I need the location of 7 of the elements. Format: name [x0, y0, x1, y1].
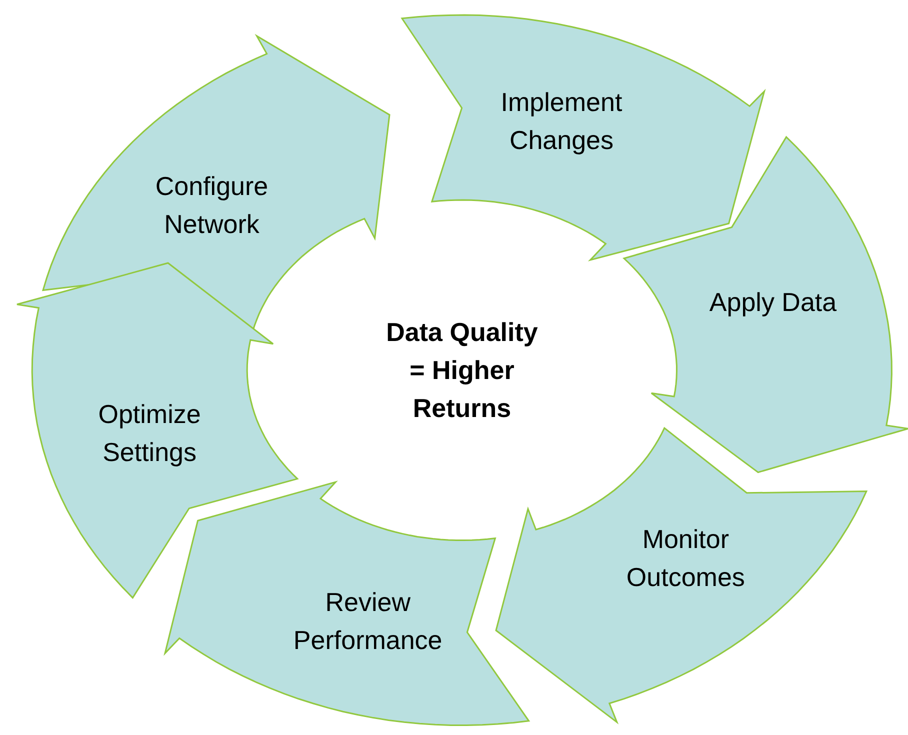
step-label: Apply Data	[708, 286, 838, 320]
center-text: Data Quality = Higher Returns	[385, 316, 539, 425]
step-label: Monitor Outcomes	[625, 523, 746, 594]
step-label: Review Performance	[292, 586, 444, 657]
step-label: Implement Changes	[500, 86, 624, 157]
step-label: Optimize Settings	[97, 398, 202, 470]
step-label: Configure Network	[154, 170, 270, 242]
